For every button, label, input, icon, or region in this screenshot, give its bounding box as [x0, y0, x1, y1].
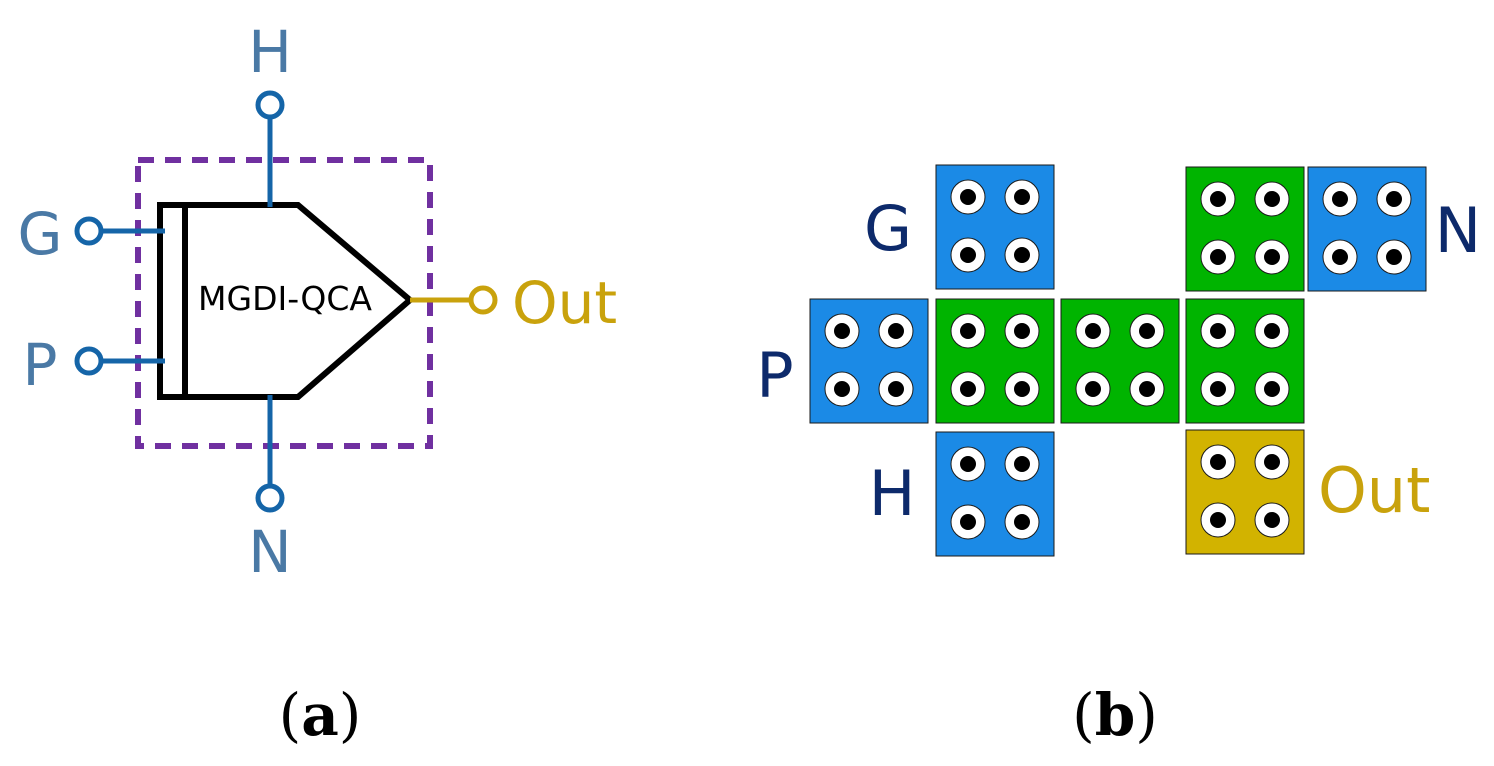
- qca-cell-body: [935, 164, 1055, 290]
- electron-dot: [1386, 249, 1402, 265]
- qca-cell-out: [1185, 429, 1305, 555]
- qca-cell-body: [935, 298, 1055, 424]
- electron-dot: [1014, 189, 1030, 205]
- electron-dot: [960, 514, 976, 530]
- gate-body: [157, 202, 415, 400]
- electron-dot: [1210, 381, 1226, 397]
- electron-dot: [960, 456, 976, 472]
- electron-dot: [1210, 249, 1226, 265]
- label-g-a: G: [18, 200, 63, 268]
- electron-dot: [1014, 381, 1030, 397]
- electron-dot: [960, 323, 976, 339]
- terminal-n: [255, 483, 285, 513]
- qca-cell-h: [935, 431, 1055, 557]
- qca-cell-body: [1307, 166, 1427, 292]
- caption-a-close: ): [339, 681, 362, 749]
- electron-dot: [834, 323, 850, 339]
- electron-dot: [1210, 191, 1226, 207]
- label-out-b: Out: [1318, 454, 1430, 527]
- caption-b: (b): [1072, 681, 1158, 749]
- terminal-out: [468, 285, 498, 315]
- electron-dot: [1264, 191, 1280, 207]
- qca-cell-top-right-green: [1185, 166, 1305, 292]
- electron-dot: [834, 381, 850, 397]
- label-g-b: G: [864, 192, 912, 265]
- label-out-a: Out: [512, 269, 617, 337]
- caption-a-letter: a: [301, 681, 339, 749]
- terminal-p: [74, 346, 104, 376]
- electron-dot: [1264, 381, 1280, 397]
- terminal-g: [74, 216, 104, 246]
- electron-dot: [1014, 514, 1030, 530]
- caption-a-open: (: [279, 681, 302, 749]
- qca-cell-center-1: [935, 298, 1055, 424]
- electron-dot: [1332, 249, 1348, 265]
- electron-dot: [1386, 191, 1402, 207]
- electron-dot: [1014, 323, 1030, 339]
- caption-b-close: ): [1135, 681, 1158, 749]
- electron-dot: [960, 247, 976, 263]
- label-n-a: N: [248, 518, 291, 586]
- electron-dot: [888, 381, 904, 397]
- electron-dot: [888, 323, 904, 339]
- label-p-b: P: [756, 339, 793, 412]
- dashed-enclosure: [135, 157, 433, 449]
- caption-b-open: (: [1072, 681, 1095, 749]
- qca-cell-body: [1185, 298, 1305, 424]
- electron-dot: [1210, 323, 1226, 339]
- electron-dot: [1264, 249, 1280, 265]
- electron-dot: [1264, 512, 1280, 528]
- qca-cell-body: [1185, 429, 1305, 555]
- qca-cell-p: [809, 298, 929, 424]
- electron-dot: [1014, 456, 1030, 472]
- qca-cell-g: [935, 164, 1055, 290]
- electron-dot: [960, 189, 976, 205]
- qca-cell-body: [935, 431, 1055, 557]
- electron-dot: [1139, 323, 1155, 339]
- caption-b-letter: b: [1095, 681, 1136, 749]
- electron-dot: [1210, 454, 1226, 470]
- electron-dot: [1014, 247, 1030, 263]
- qca-cell-body: [1060, 298, 1180, 424]
- qca-cell-center-3: [1185, 298, 1305, 424]
- label-n-b: N: [1435, 194, 1481, 267]
- electron-dot: [1085, 381, 1101, 397]
- electron-dot: [1332, 191, 1348, 207]
- panel-b: G N P H Out (b): [756, 164, 1481, 749]
- label-p-a: P: [23, 331, 58, 399]
- caption-a: (a): [279, 681, 362, 749]
- qca-cell-body: [809, 298, 929, 424]
- electron-dot: [1264, 323, 1280, 339]
- qca-cells: [809, 164, 1427, 557]
- panel-a: MGDI-QCA H G P N Out (a): [18, 18, 618, 749]
- electron-dot: [1139, 381, 1155, 397]
- electron-dot: [1085, 323, 1101, 339]
- qca-cell-center-2: [1060, 298, 1180, 424]
- gate-label: MGDI-QCA: [198, 279, 372, 318]
- electron-dot: [1264, 454, 1280, 470]
- terminal-h: [255, 90, 285, 120]
- qca-cell-n: [1307, 166, 1427, 292]
- qca-cell-body: [1185, 166, 1305, 292]
- electron-dot: [1210, 512, 1226, 528]
- label-h-a: H: [248, 18, 292, 86]
- label-h-b: H: [869, 457, 916, 530]
- electron-dot: [960, 381, 976, 397]
